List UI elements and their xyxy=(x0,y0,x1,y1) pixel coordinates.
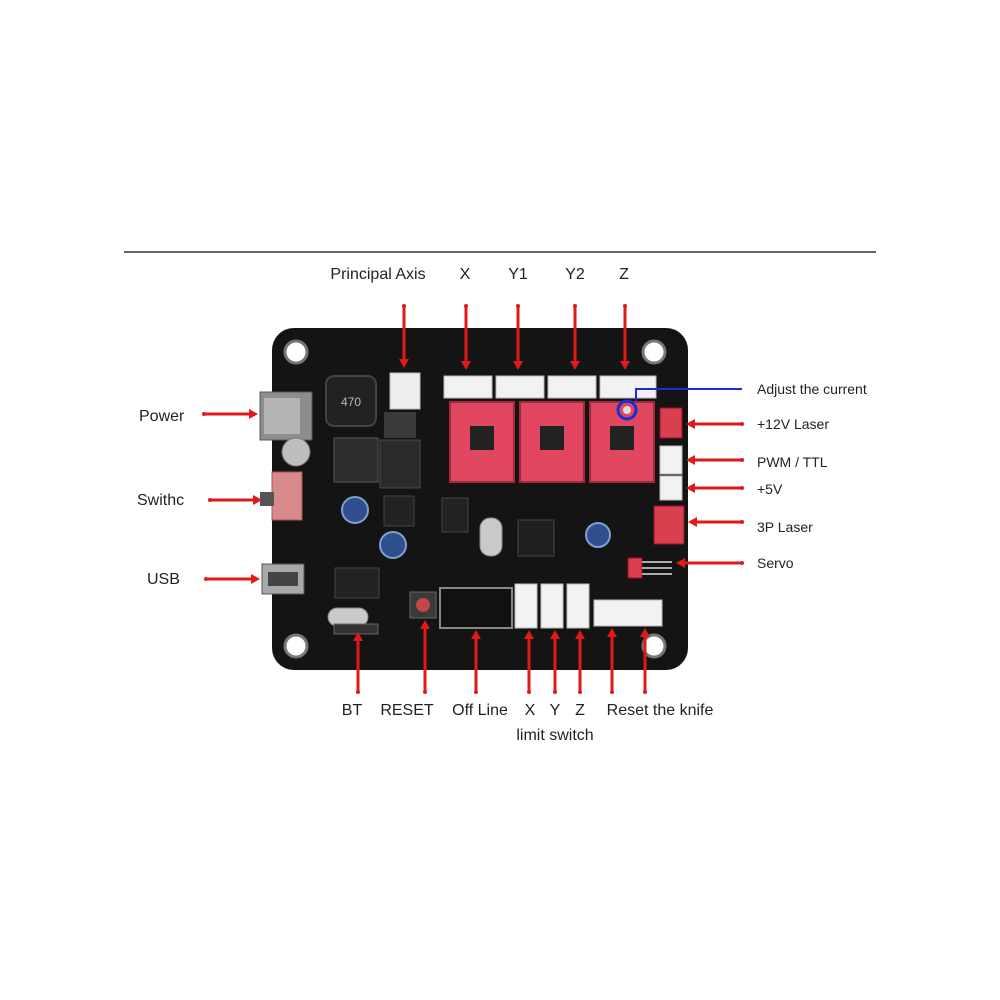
pwm-connector xyxy=(659,445,683,475)
label-12v-laser: +12V Laser xyxy=(757,416,829,432)
power-jack-inner xyxy=(264,398,300,434)
driver-chip-1 xyxy=(470,426,494,450)
label-servo: Servo xyxy=(757,555,794,571)
arrow-reset-knife xyxy=(607,628,617,694)
arrow-limit-x xyxy=(524,630,534,694)
motor-connector-x xyxy=(443,375,493,399)
label-off-line: Off Line xyxy=(452,702,508,719)
adjust-current-pot xyxy=(623,406,631,414)
adjust-current-highlight xyxy=(616,399,638,421)
servo-header xyxy=(627,557,643,579)
capacitor-4 xyxy=(585,522,611,548)
reset-button-cap xyxy=(416,598,430,612)
inductor xyxy=(325,375,377,427)
label-x-axis: X xyxy=(459,266,471,283)
crystal xyxy=(479,517,503,557)
label-z-axis: Z xyxy=(619,266,629,283)
label-3p-laser: 3P Laser xyxy=(757,519,813,535)
mount-hole-tr xyxy=(641,339,667,365)
label-reset: RESET xyxy=(380,702,434,719)
label-limit-x: X xyxy=(524,702,536,719)
switch-lever xyxy=(260,492,274,506)
label-usb: USB xyxy=(147,571,180,588)
label-principal-axis: Principal Axis xyxy=(330,266,426,283)
limit-x-connector xyxy=(514,583,538,629)
arrow-limit-y xyxy=(550,630,560,694)
regulator-2 xyxy=(379,439,421,489)
bt-header xyxy=(333,623,379,635)
capacitor-3 xyxy=(379,531,407,559)
principal-axis-connector xyxy=(389,372,421,410)
label-reset-knife: Reset the knife xyxy=(606,702,714,719)
mount-hole-bl xyxy=(283,633,309,659)
arrow-limit-z xyxy=(575,630,585,694)
driver-chip-2 xyxy=(540,426,564,450)
driver-module-1 xyxy=(449,401,515,483)
arrow-pwm-ttl xyxy=(686,455,744,465)
label-limit-y: Y xyxy=(549,702,561,719)
chip-3 xyxy=(517,519,555,557)
motor-connector-y1 xyxy=(495,375,545,399)
label-y1-axis: Y1 xyxy=(508,266,528,283)
chip-2 xyxy=(334,567,380,599)
arrow-power xyxy=(202,409,258,419)
motor-connector-z xyxy=(599,375,657,399)
mount-hole-tl xyxy=(283,339,309,365)
usb-port-inner xyxy=(268,572,298,586)
inductor-marking: 470 xyxy=(341,395,361,409)
label-limit-switch: limit switch xyxy=(516,727,594,744)
label-y2-axis: Y2 xyxy=(565,266,585,283)
switch xyxy=(271,471,303,521)
label-pwm-ttl: PWM / TTL xyxy=(757,454,828,470)
arrow-bt xyxy=(353,632,363,694)
regulator-tab xyxy=(384,412,416,438)
arrow-x-axis xyxy=(461,304,471,370)
arrow-y2-axis xyxy=(570,304,580,370)
arrow-reset-knife-2 xyxy=(640,628,650,694)
regulator xyxy=(333,437,379,483)
knife-reset-connector xyxy=(593,599,663,627)
arrow-principal-axis xyxy=(399,304,409,368)
limit-z-connector xyxy=(566,583,590,629)
v5-connector xyxy=(659,475,683,501)
offline-header xyxy=(439,587,513,629)
label-adjust-current: Adjust the current xyxy=(757,381,867,397)
adjust-current-line xyxy=(635,388,742,401)
motor-connector-y2 xyxy=(547,375,597,399)
arrow-z-axis xyxy=(620,304,630,370)
laser-3p-connector xyxy=(653,505,685,545)
arrow-off-line xyxy=(471,630,481,694)
mount-hole-br xyxy=(641,633,667,659)
arrow-usb xyxy=(204,574,260,584)
chip-4 xyxy=(441,497,469,533)
laser-12v-connector xyxy=(659,407,683,439)
label-switch: Swithc xyxy=(137,492,185,509)
label-limit-z: Z xyxy=(575,702,585,719)
capacitor xyxy=(281,437,311,467)
arrow-5v xyxy=(686,483,744,493)
chip xyxy=(383,495,415,527)
arrow-servo xyxy=(676,558,744,568)
pointer-arrows xyxy=(202,304,744,694)
crystal-2 xyxy=(327,607,369,627)
arrow-switch xyxy=(208,495,262,505)
label-power: Power xyxy=(139,408,185,425)
driver-chip-3 xyxy=(610,426,634,450)
arrow-y1-axis xyxy=(513,304,523,370)
arrow-12v-laser xyxy=(686,419,744,429)
limit-y-connector xyxy=(540,583,564,629)
arrow-3p-laser xyxy=(688,517,744,527)
label-bt: BT xyxy=(341,702,363,719)
arrow-reset xyxy=(420,620,430,694)
capacitor-2 xyxy=(341,496,369,524)
label-5v: +5V xyxy=(757,481,783,497)
